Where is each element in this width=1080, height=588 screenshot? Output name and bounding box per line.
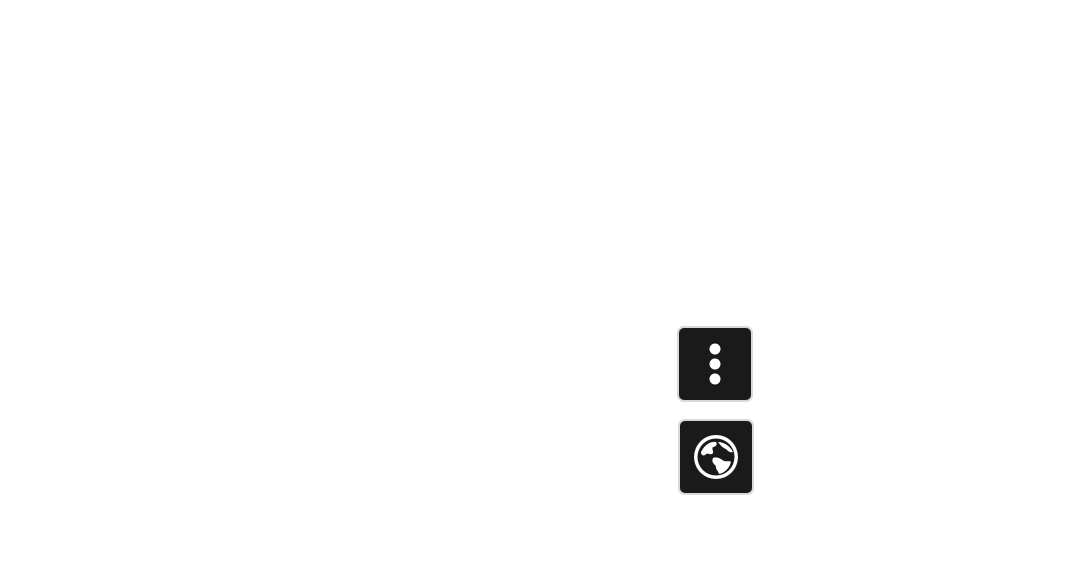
more-vertical-icon (709, 343, 721, 385)
language-button[interactable] (678, 419, 754, 495)
more-options-button[interactable] (677, 326, 753, 402)
globe-icon (694, 435, 738, 479)
